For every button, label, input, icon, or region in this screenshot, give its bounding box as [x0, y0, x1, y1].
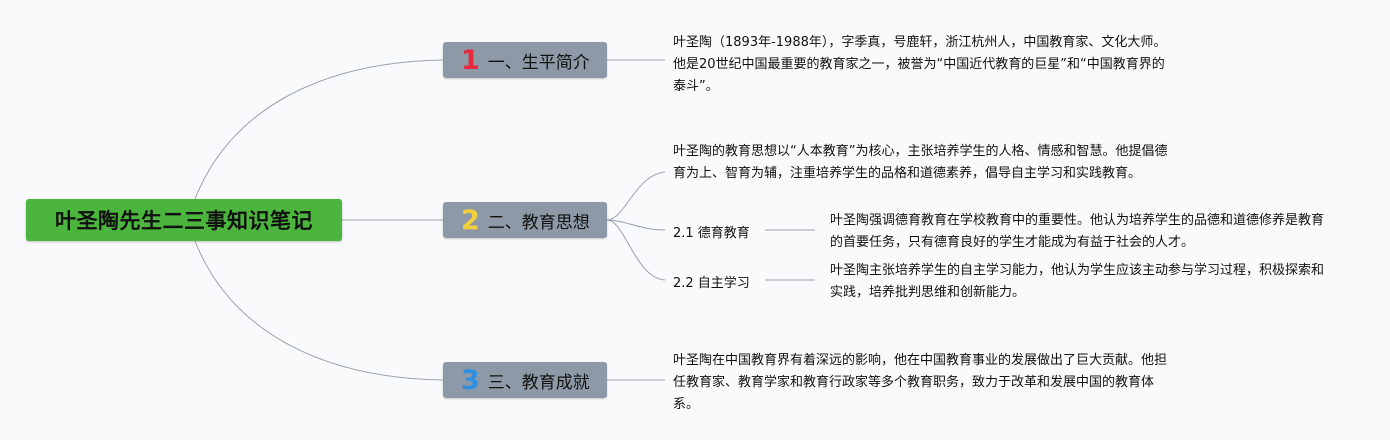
link-branch-2-note [606, 171, 666, 221]
note-subtopic-2-2: 叶圣陶主张培养学生的自主学习能力，他认为学生应该主动参与学习过程，积极探索和实践… [830, 263, 1325, 300]
branch-label: 三、教育成就 [487, 372, 590, 393]
note-branch-1: 叶圣陶（1893年-1988年），字季真，号鹿轩，浙江杭州人，中国教育家、文化大… [673, 35, 1167, 94]
link-root-branch-1 [194, 59, 444, 200]
link-branch-2-sub-2 [606, 219, 666, 281]
link-branch-2-sub-1 [606, 219, 666, 231]
subtopic-2-2[interactable]: 2.2 自主学习 [673, 276, 750, 291]
branch-label: 一、生平简介 [487, 52, 590, 73]
branch-topic-1[interactable]: 1 一、生平简介 [443, 42, 607, 78]
number-1-icon: 1 [461, 44, 480, 76]
number-3-icon: 3 [461, 364, 480, 396]
branch-topic-2[interactable]: 2 二、教育思想 [443, 202, 607, 238]
branch-label: 二、教育思想 [487, 212, 590, 233]
branch-topic-3[interactable]: 3 三、教育成就 [443, 362, 607, 398]
subtopic-2-1[interactable]: 2.1 德育教育 [673, 226, 750, 241]
note-branch-2: 叶圣陶的教育思想以“人本教育”为核心，主张培养学生的人格、情感和智慧。他提倡德育… [673, 144, 1168, 181]
link-root-branch-3 [194, 240, 444, 381]
note-branch-3: 叶圣陶在中国教育界有着深远的影响，他在中国教育事业的发展做出了巨大贡献。他担任教… [673, 353, 1168, 412]
number-2-icon: 2 [461, 204, 480, 236]
note-subtopic-2-1: 叶圣陶强调德育教育在学校教育中的重要性。他认为培养学生的品德和道德修养是教育的首… [830, 213, 1325, 250]
root-topic[interactable]: 叶圣陶先生二三事知识笔记 [26, 199, 342, 241]
